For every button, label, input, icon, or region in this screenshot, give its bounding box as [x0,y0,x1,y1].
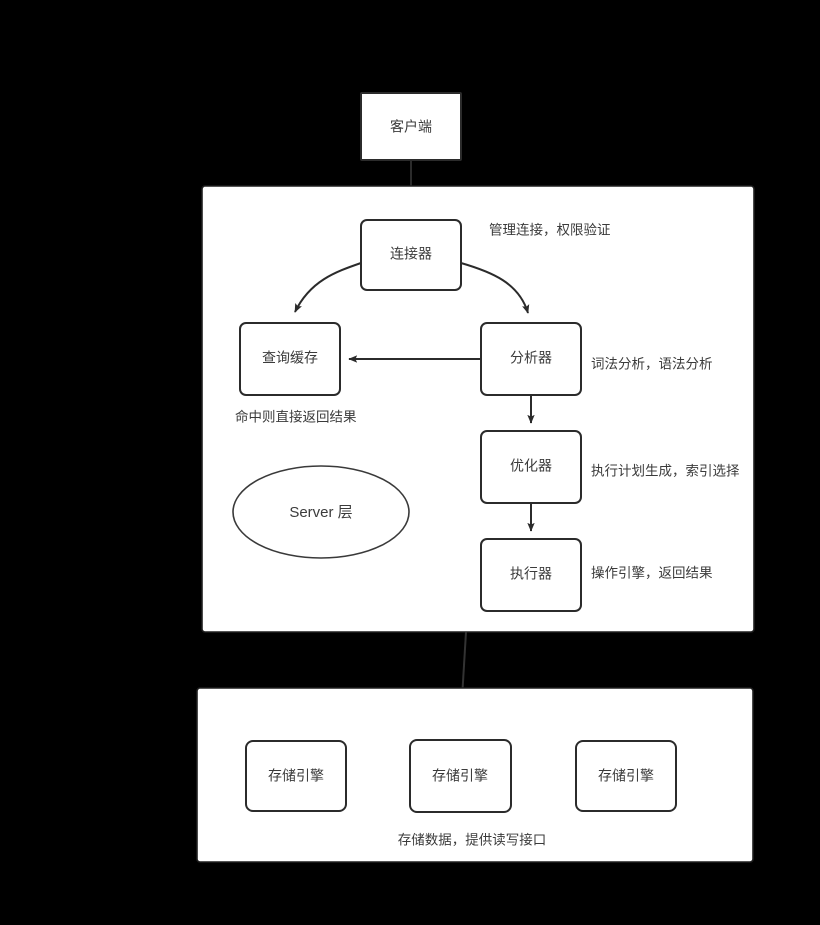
storage-engine-2-box[interactable] [409,739,512,813]
connector-note: 管理连接，权限验证 [489,222,611,238]
node-query-cache[interactable]: 查询缓存 [239,322,341,396]
storage-engine-3-box[interactable] [575,740,677,812]
node-client[interactable]: 客户端 [360,92,462,161]
storage-engine-2-label: 存储引擎 [432,768,488,784]
node-optimizer[interactable]: 优化器 [480,430,582,504]
node-executor[interactable]: 执行器 [480,538,582,612]
edge-connector-to-cache [294,262,362,313]
storage-engine-1-label: 存储引擎 [268,768,324,784]
query-cache-box[interactable] [239,322,341,396]
executor-label: 执行器 [510,566,552,582]
executor-note: 操作引擎，返回结果 [591,566,713,581]
edge-connector-to-analyzer [460,262,530,314]
storage-engine-1-box[interactable] [245,740,347,812]
executor-box[interactable] [480,538,582,612]
server-layer-ellipse: Server 层 [232,465,410,559]
node-storage-engine-2[interactable]: 存储引擎 [409,739,512,813]
node-connector[interactable]: 连接器 [360,219,462,291]
query-cache-label: 查询缓存 [262,350,318,366]
connector-label: 连接器 [390,246,432,262]
node-storage-engine-1[interactable]: 存储引擎 [245,740,347,812]
connector-box[interactable] [360,219,462,291]
analyzer-note: 词法分析，语法分析 [591,357,713,372]
analyzer-label: 分析器 [510,350,552,366]
node-analyzer[interactable]: 分析器 [480,322,582,396]
server-layer-shape [232,465,410,559]
server-layer-label: Server 层 [289,504,352,521]
storage-engine-3-label: 存储引擎 [598,768,654,784]
storage-note: 存储数据，提供读写接口 [398,832,547,848]
client-label: 客户端 [390,119,432,135]
node-storage-engine-3[interactable]: 存储引擎 [575,740,677,812]
cache-note: 命中则直接返回结果 [235,409,357,425]
optimizer-label: 优化器 [510,458,552,474]
optimizer-note: 执行计划生成，索引选择 [591,464,740,479]
